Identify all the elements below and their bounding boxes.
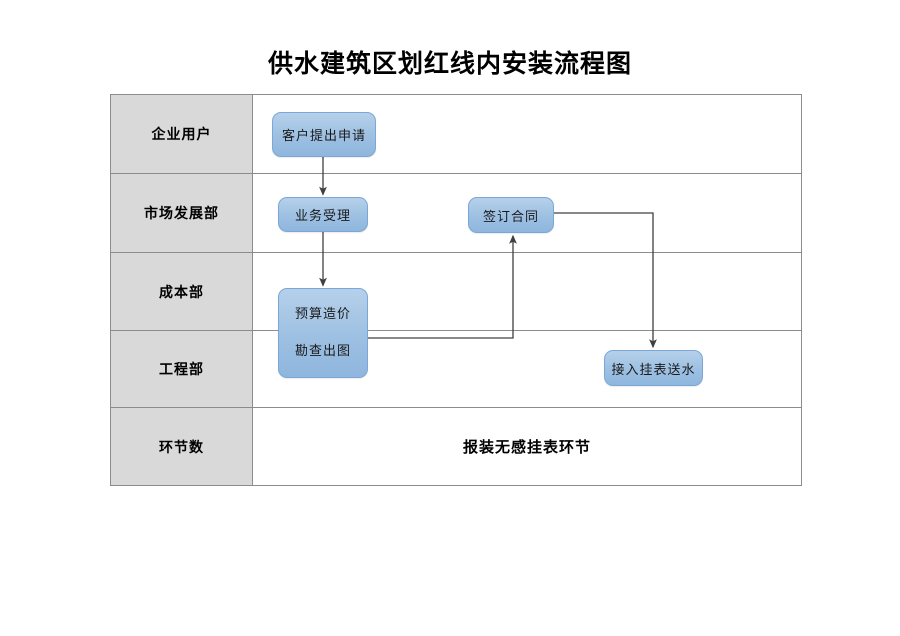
node-budget-and-survey[interactable]: 预算造价 勘查出图 [278,288,368,378]
node-label: 客户提出申请 [281,128,366,143]
lane-label-step-count: 环节数 [110,407,253,486]
connector-contract-to-deliver [554,212,657,349]
node-label: 业务受理 [294,208,351,223]
page-title: 供水建筑区划红线内安装流程图 [267,50,632,78]
node-business-acceptance[interactable]: 业务受理 [278,197,368,232]
node-connect-meter-supply[interactable]: 接入挂表送水 [604,350,703,386]
node-label: 接入挂表送水 [611,361,696,377]
summary-label: 报装无感挂表环节 [462,439,591,456]
node-label-survey-drawing: 勘查出图 [294,343,351,359]
node-sign-contract[interactable]: 签订合同 [468,197,554,233]
lane-body-step-count: 报装无感挂表环节 [252,407,802,486]
lane-label-enterprise-user: 企业用户 [110,94,253,174]
table-row: 环节数 报装无感挂表环节 [110,407,802,486]
node-customer-application[interactable]: 客户提出申请 [272,112,376,157]
node-label-budget-estimate: 预算造价 [294,306,351,322]
lane-label-engineering-department: 工程部 [110,330,253,408]
node-label: 签订合同 [482,208,539,224]
table-row: 工程部 [110,330,802,408]
connector-survey-to-contract [368,234,517,339]
